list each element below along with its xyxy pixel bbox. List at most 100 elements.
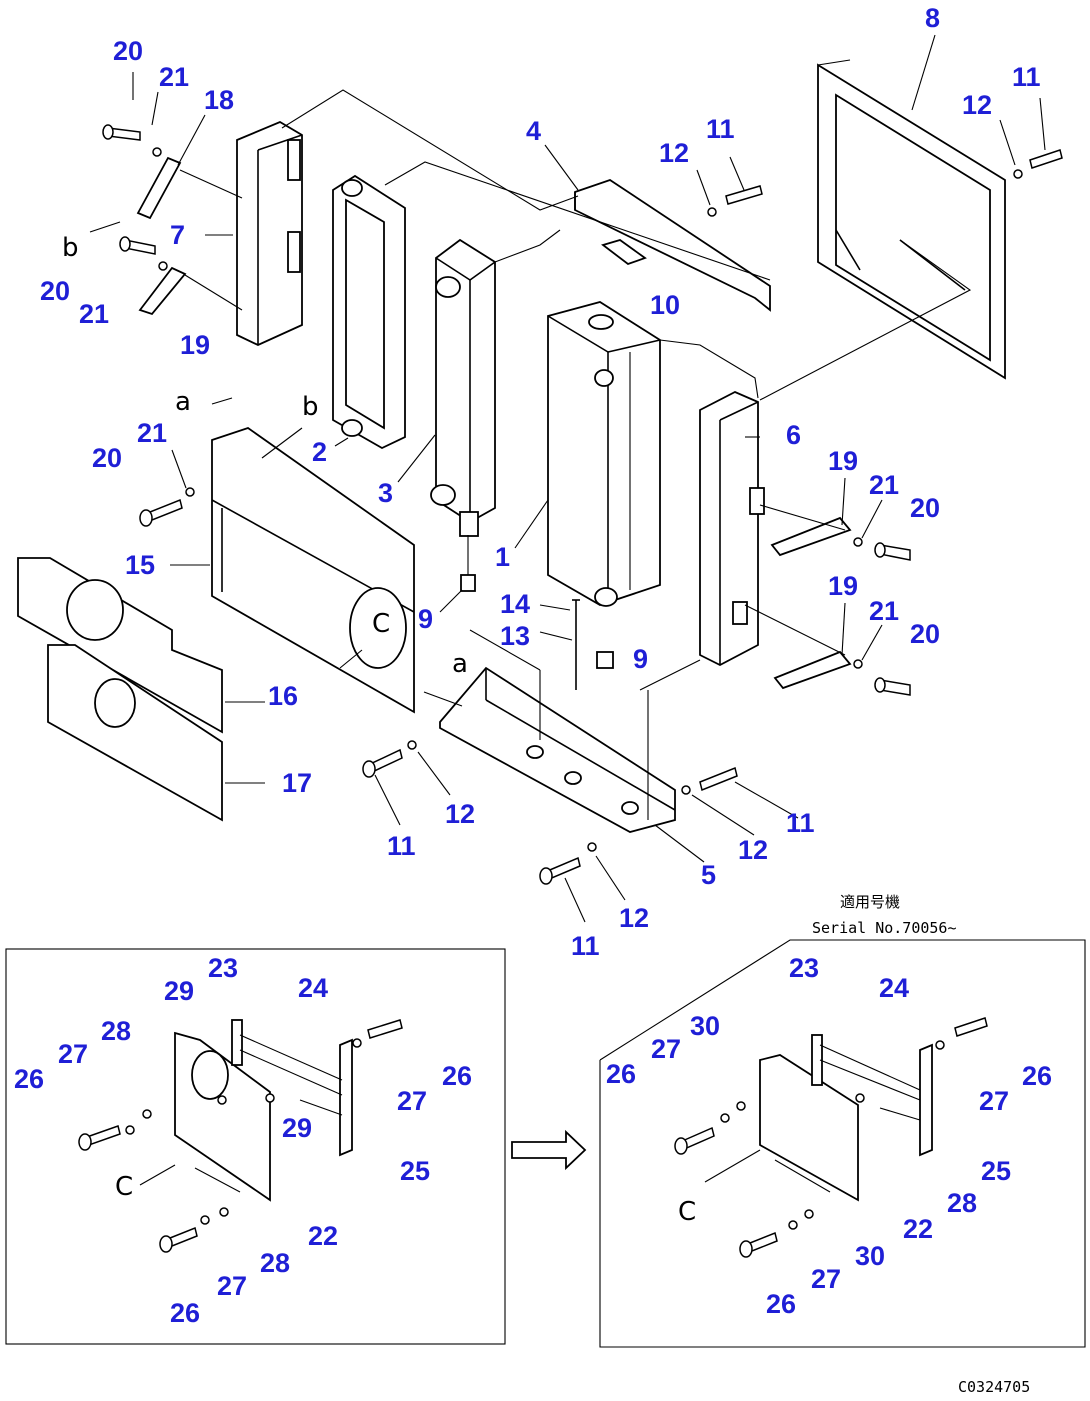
serial-note-line2: Serial No.70056~ (812, 919, 957, 937)
part-label: 30 (855, 1241, 885, 1271)
radiator-part-1 (547, 301, 661, 607)
part-label: 12 (738, 835, 768, 865)
part-label: 27 (979, 1086, 1009, 1116)
part-label: 9 (633, 644, 648, 674)
part-label: 21 (869, 596, 899, 626)
part-label: 24 (879, 973, 909, 1003)
bracket-part-6 (699, 391, 765, 667)
part-label: 27 (58, 1039, 88, 1069)
drawing-code: C0324705 (958, 1378, 1030, 1396)
part-label: 20 (40, 276, 70, 306)
part-label: 26 (442, 1061, 472, 1091)
part-label: 11 (571, 931, 600, 961)
plate-part-16 (17, 557, 223, 734)
part-label: 2 (312, 437, 327, 467)
part-label: 29 (282, 1113, 312, 1143)
part-label: 18 (204, 85, 234, 115)
part-label: 16 (268, 681, 298, 711)
part-label: 27 (651, 1034, 681, 1064)
part-label: 19 (180, 330, 210, 360)
ref-letter-c: C (678, 1197, 696, 1227)
part-label: 12 (445, 799, 475, 829)
part-labels-main: 20 21 18 7 20 21 19 4 12 11 10 8 12 11 2… (40, 3, 1041, 961)
part-label: 28 (101, 1016, 131, 1046)
part-label: 11 (706, 114, 735, 144)
part-label: 20 (910, 619, 940, 649)
bracket-part-5 (439, 666, 676, 833)
part-label: 21 (159, 62, 189, 92)
bracket-part-7 (236, 120, 303, 346)
reference-letters: b a b a C C C (62, 233, 696, 1227)
part-labels-inset-right: 23 24 30 27 26 26 27 25 28 22 30 27 26 (606, 953, 1052, 1319)
part-label: 11 (786, 808, 815, 838)
part-label: 22 (903, 1214, 933, 1244)
part-label: 20 (910, 493, 940, 523)
part-label: 19 (828, 571, 858, 601)
part-label: 26 (766, 1289, 796, 1319)
panel-part-15 (211, 427, 415, 714)
part-label: 15 (125, 550, 155, 580)
part-label: 7 (170, 220, 185, 250)
assembly-lines (89, 72, 972, 820)
part-label: 11 (387, 831, 416, 861)
oil-cooler-part-3 (430, 238, 496, 537)
part-label: 17 (282, 768, 312, 798)
part-label: 28 (260, 1248, 290, 1278)
part-label: 10 (650, 290, 680, 320)
part-label: 24 (298, 973, 328, 1003)
inset-arrow (511, 1129, 587, 1171)
ref-letter-a: a (452, 649, 468, 679)
bolts (102, 124, 1063, 885)
plate-part-17 (47, 644, 223, 822)
ref-letter-b: b (302, 392, 319, 422)
part-label: 20 (92, 443, 122, 473)
part-label: 26 (606, 1059, 636, 1089)
part-label: 30 (690, 1011, 720, 1041)
part-label: 11 (1012, 62, 1041, 92)
part-label: 23 (208, 953, 238, 983)
ref-letter-a: a (175, 387, 191, 417)
part-label: 3 (378, 478, 393, 508)
inset-box-left (5, 948, 506, 1345)
part-labels-inset-left: 23 29 28 27 26 24 26 27 29 25 22 28 27 2… (14, 953, 472, 1328)
part-label: 27 (397, 1086, 427, 1116)
part-label: 4 (526, 116, 541, 146)
part-label: 27 (811, 1264, 841, 1294)
ref-letter-b: b (62, 233, 79, 263)
serial-note-line1: 適用号機 (840, 893, 900, 911)
part-label: 26 (170, 1298, 200, 1328)
part-label: 20 (113, 36, 143, 66)
part-label: 1 (495, 542, 510, 572)
part-label: 28 (947, 1188, 977, 1218)
part-label: 26 (14, 1064, 44, 1094)
part-label: 27 (217, 1271, 247, 1301)
part-label: 25 (981, 1156, 1011, 1186)
part-label: 21 (137, 418, 167, 448)
part-label: 14 (500, 589, 530, 619)
ref-letter-c: C (115, 1172, 133, 1202)
part-label: 21 (79, 299, 109, 329)
part-label: 25 (400, 1156, 430, 1186)
bracket-part-18-19 (136, 156, 852, 690)
part-label: 26 (1022, 1061, 1052, 1091)
part-label: 12 (962, 90, 992, 120)
part-label: 23 (789, 953, 819, 983)
part-label: 12 (659, 138, 689, 168)
ref-letter-c: C (372, 609, 390, 639)
cooler-part-2 (332, 174, 406, 450)
part-label: 6 (786, 420, 801, 450)
part-label: 21 (869, 470, 899, 500)
part-label: 13 (500, 621, 530, 651)
part-label: 5 (701, 860, 716, 890)
part-label: 12 (619, 903, 649, 933)
part-label: 8 (925, 3, 940, 33)
serial-number-note: 適用号機 Serial No.70056~ (812, 893, 957, 937)
part-label: 22 (308, 1221, 338, 1251)
part-label: 29 (164, 976, 194, 1006)
small-parts (460, 239, 647, 690)
inset-box-right (599, 939, 1086, 1348)
part-label: 9 (418, 604, 433, 634)
leader-lines (151, 34, 1046, 923)
